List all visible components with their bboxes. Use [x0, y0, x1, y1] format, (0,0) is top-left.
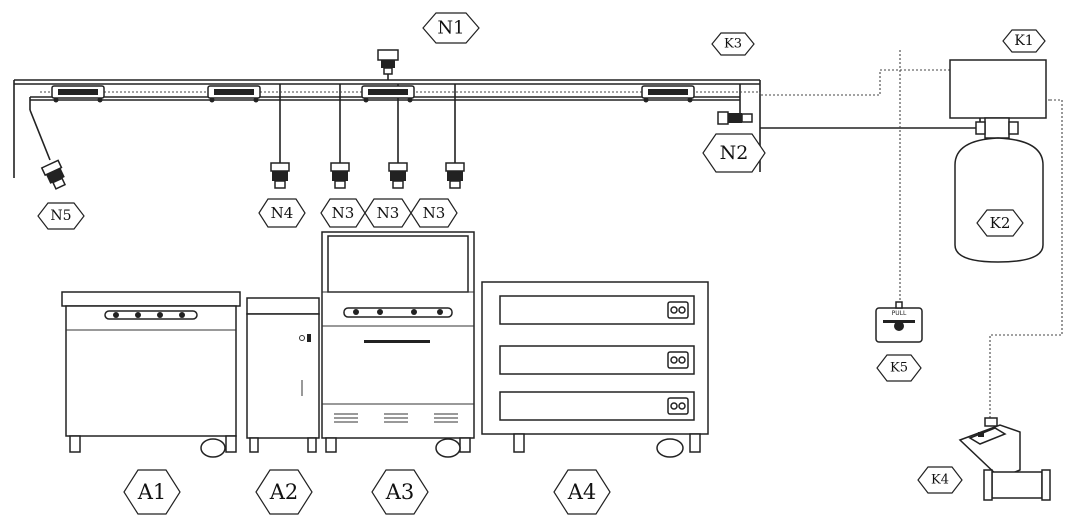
label-n3-c: N3 [423, 204, 446, 222]
hex-label-n5: N5 [37, 202, 85, 230]
hex-label-n3-b: N3 [364, 198, 412, 228]
hex-label-k1: K1 [1002, 29, 1046, 53]
appliance-a1-griddle [61, 291, 241, 458]
label-a3: A3 [385, 480, 415, 504]
appliance-a2-fryer [246, 297, 320, 453]
label-n3-a: N3 [332, 204, 355, 222]
label-n5: N5 [50, 208, 71, 224]
pull-station-text: PULL [892, 310, 907, 317]
hex-label-k3: K3 [711, 32, 755, 56]
label-n3-b: N3 [377, 204, 400, 222]
distribution-piping [13, 60, 981, 178]
label-n4: N4 [271, 204, 294, 222]
label-a4: A4 [567, 480, 597, 504]
hex-label-k5: K5 [876, 354, 922, 382]
manual-pull-station-k5: PULL [875, 301, 923, 343]
label-k2: K2 [990, 214, 1011, 232]
fusible-link-detectors [51, 85, 695, 103]
nozzle-n3-b [388, 162, 408, 189]
agent-tank-k2 [954, 137, 1044, 263]
nozzle-n4 [270, 162, 290, 189]
appliance-a3-range [321, 231, 475, 458]
appliance-a4-deck-oven [481, 281, 709, 458]
hex-label-n3-a: N3 [320, 198, 366, 228]
hex-label-a1: A1 [123, 469, 181, 515]
hex-label-n3-c: N3 [410, 198, 458, 228]
tank-valve [975, 117, 1019, 139]
label-k1: K1 [1014, 33, 1033, 49]
nozzle-n3-c [445, 162, 465, 189]
nozzle-n3-a [330, 162, 350, 189]
control-unit-k1 [949, 59, 1047, 119]
nozzle-n5 [40, 159, 67, 190]
hex-label-k2: K2 [976, 209, 1024, 237]
hex-label-a2: A2 [255, 469, 313, 515]
label-n1: N1 [437, 18, 464, 39]
hex-label-a4: A4 [553, 469, 611, 515]
label-n2: N2 [720, 142, 749, 164]
nozzle-n1 [377, 49, 399, 75]
label-a2: A2 [269, 480, 299, 504]
hex-label-n4: N4 [258, 198, 306, 228]
label-a1: A1 [137, 480, 167, 504]
hex-label-a3: A3 [371, 469, 429, 515]
label-k5: K5 [890, 361, 908, 376]
gas-valve-k4 [958, 417, 1051, 501]
label-k4: K4 [931, 473, 949, 488]
label-k3: K3 [724, 37, 742, 52]
hex-label-n1: N1 [422, 12, 480, 44]
nozzle-n2 [717, 111, 753, 125]
hex-label-n2: N2 [702, 133, 766, 173]
hex-label-k4: K4 [917, 466, 963, 494]
